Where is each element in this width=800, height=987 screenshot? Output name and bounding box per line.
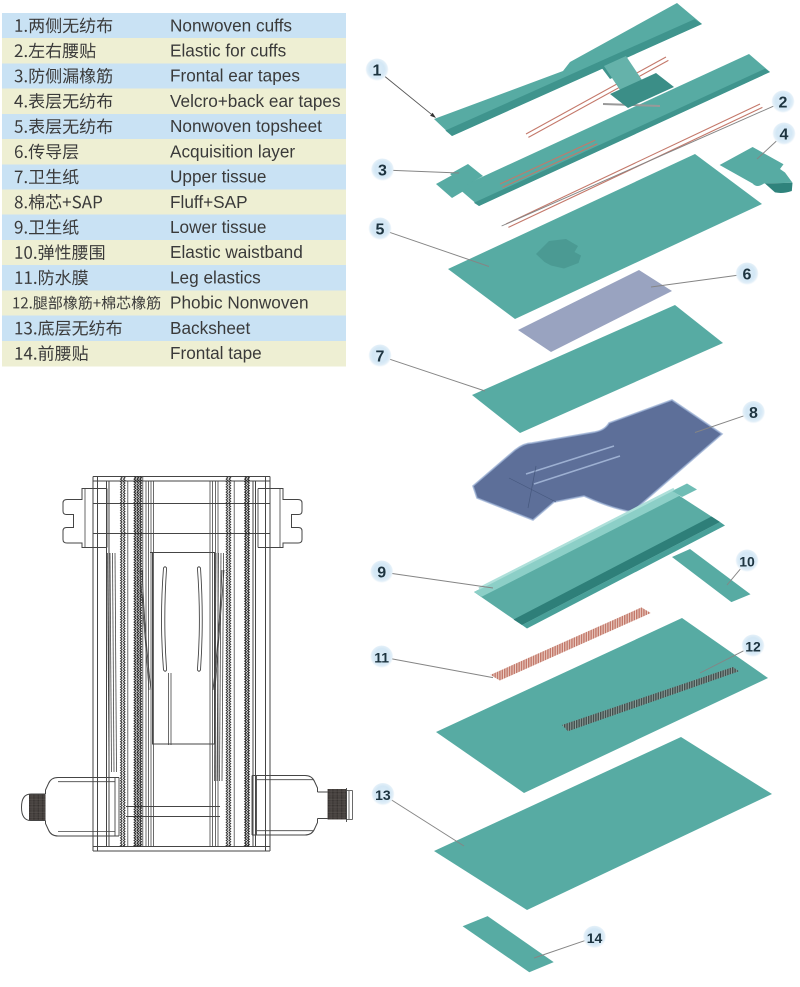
- svg-text:Lower tissue: Lower tissue: [170, 217, 267, 237]
- svg-text:Backsheet: Backsheet: [170, 318, 250, 338]
- svg-text:Leg elastics: Leg elastics: [170, 267, 261, 287]
- svg-text:11: 11: [374, 650, 389, 666]
- svg-text:Nonwoven topsheet: Nonwoven topsheet: [170, 116, 322, 136]
- svg-text:Elastic waistband: Elastic waistband: [170, 242, 303, 262]
- svg-text:Fluff+SAP: Fluff+SAP: [170, 192, 248, 212]
- svg-text:4: 4: [780, 127, 789, 144]
- svg-text:Nonwoven cuffs: Nonwoven cuffs: [170, 15, 292, 35]
- svg-text:2: 2: [779, 95, 788, 112]
- svg-text:13: 13: [375, 787, 391, 803]
- svg-text:1: 1: [373, 63, 382, 80]
- svg-text:Velcro+back ear tapes: Velcro+back ear tapes: [170, 91, 341, 111]
- svg-text:Frontal tape: Frontal tape: [170, 343, 262, 363]
- svg-text:Elastic for cuffs: Elastic for cuffs: [170, 41, 286, 61]
- svg-text:5: 5: [376, 222, 385, 239]
- svg-text:7: 7: [376, 349, 385, 366]
- svg-text:Acquisition layer: Acquisition layer: [170, 141, 295, 161]
- svg-text:9: 9: [377, 565, 386, 582]
- svg-text:12: 12: [745, 639, 761, 655]
- svg-text:14: 14: [587, 930, 603, 946]
- svg-text:6: 6: [743, 267, 752, 284]
- svg-text:10: 10: [739, 554, 755, 570]
- svg-text:8: 8: [749, 405, 758, 422]
- svg-text:3: 3: [378, 163, 387, 180]
- svg-text:Phobic Nonwoven: Phobic Nonwoven: [170, 293, 309, 313]
- svg-text:Frontal ear tapes: Frontal ear tapes: [170, 66, 300, 86]
- svg-text:Upper tissue: Upper tissue: [170, 167, 267, 187]
